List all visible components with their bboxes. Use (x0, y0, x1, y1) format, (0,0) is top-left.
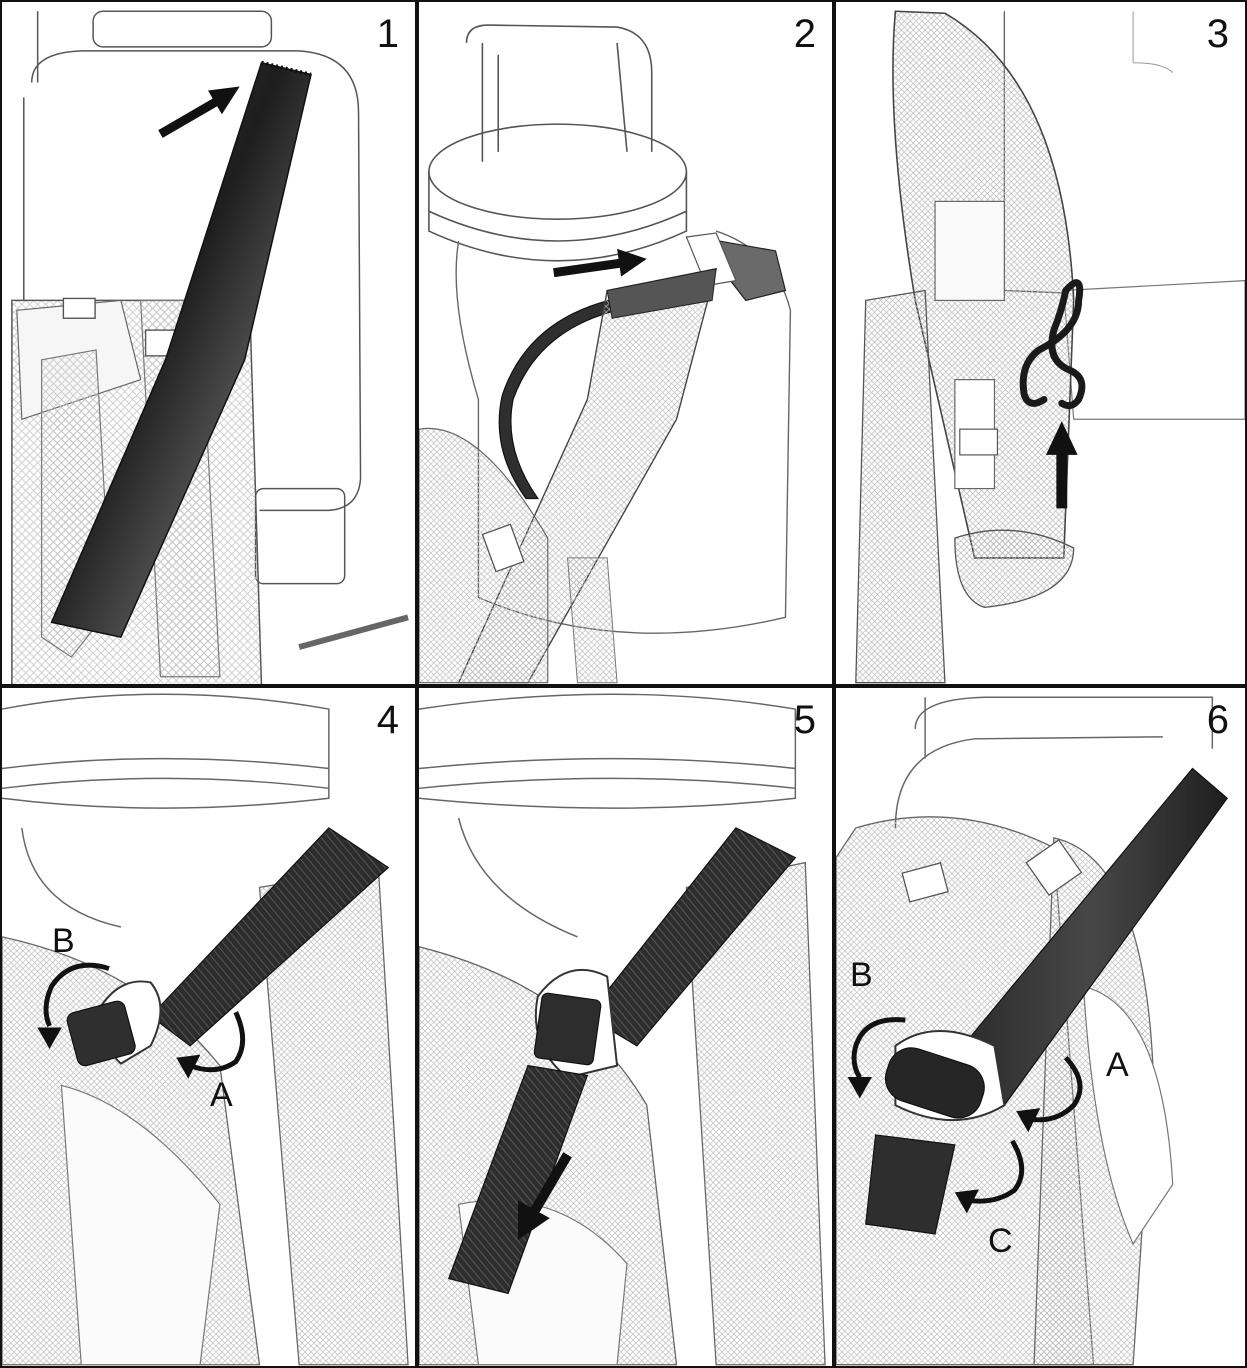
callout-label: B (850, 958, 873, 992)
step-3-illustration (836, 2, 1245, 684)
step-number: 4 (377, 700, 399, 740)
step-number: 5 (794, 700, 816, 740)
callout-label: C (988, 1224, 1013, 1258)
step-number: 1 (377, 14, 399, 54)
step-5-illustration (419, 688, 832, 1366)
step-4-illustration (2, 688, 415, 1366)
straight-arrow-icon (160, 86, 239, 134)
step-panel-3: 3 (834, 0, 1247, 686)
step-panel-6: 6 B A C (834, 686, 1247, 1368)
callout-label: A (1106, 1048, 1129, 1082)
step-number: 3 (1207, 14, 1229, 54)
step-number: 2 (794, 14, 816, 54)
step-6-illustration (836, 688, 1245, 1366)
straight-arrow-icon (554, 249, 647, 277)
step-1-illustration (2, 2, 415, 684)
step-2-illustration (419, 2, 832, 684)
step-number: 6 (1207, 700, 1229, 740)
tank-lid (429, 25, 687, 261)
step-panel-4: 4 B A (0, 686, 417, 1368)
callout-label: A (210, 1078, 233, 1112)
backpack-frame (419, 428, 548, 682)
step-panel-2: 2 (417, 0, 834, 686)
callout-label: B (52, 924, 75, 958)
step-panel-1: 1 (0, 0, 417, 686)
step-panel-5: 5 (417, 686, 834, 1368)
